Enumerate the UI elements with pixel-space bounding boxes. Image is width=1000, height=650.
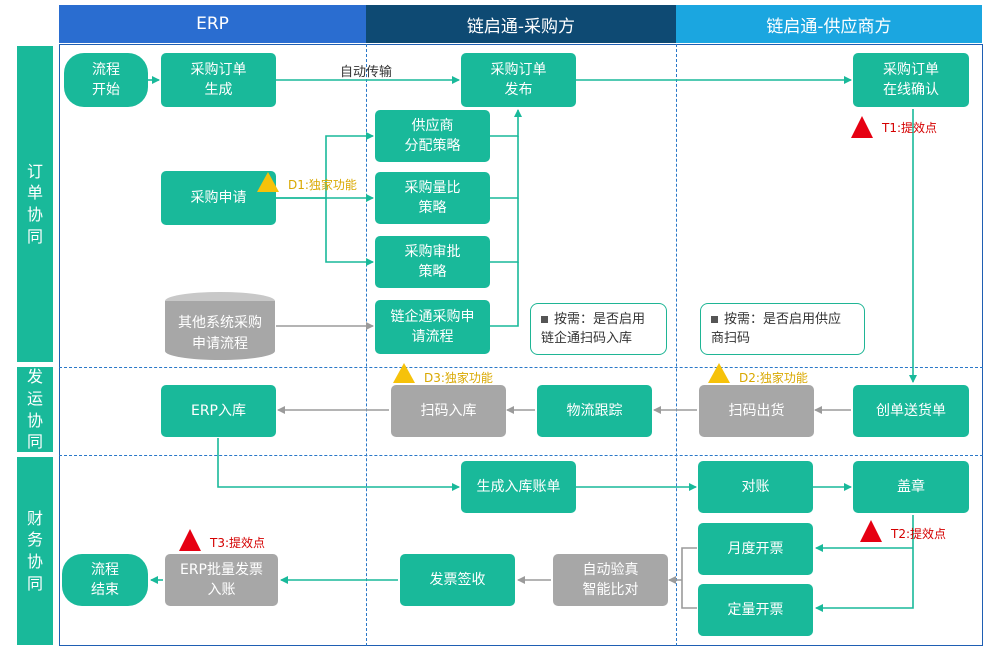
edge-strategies-to-publish xyxy=(490,109,522,137)
d1-warning-icon xyxy=(257,172,279,192)
d3-warning-icon xyxy=(393,363,415,383)
node-process-start: 流程 开始 xyxy=(64,53,148,107)
node-reconcile: 对账 xyxy=(698,461,813,513)
edge-invoices-to-verify xyxy=(669,547,697,609)
edge-qty-to-publish xyxy=(490,136,519,199)
node-monthly-invoice: 月度开票 xyxy=(698,523,813,575)
label-d1: D1:独家功能 xyxy=(288,178,357,192)
edge-lqtreq-to-publish xyxy=(490,262,519,327)
node-process-end: 流程 结束 xyxy=(62,554,148,606)
callout-supplier-text: 按需：是否启用供应 商扫码 xyxy=(711,312,842,346)
callout-supplier-scan: 按需：是否启用供应 商扫码 xyxy=(700,303,865,355)
callout-buyer-text: 按需：是否启用 链企通扫码入库 xyxy=(541,312,646,346)
lane-divider-1 xyxy=(59,367,983,368)
node-erp-inbound: ERP入库 xyxy=(161,385,276,437)
header-supplier: 链启通-供应商方 xyxy=(676,5,982,43)
label-auto-transfer: 自动传输 xyxy=(340,65,393,80)
label-t2: T2:提效点 xyxy=(891,527,947,541)
t1-alert-icon xyxy=(851,116,873,138)
node-logistics-tracking: 物流跟踪 xyxy=(537,385,652,437)
d2-warning-icon xyxy=(708,363,730,383)
node-scan-inbound: 扫码入库 xyxy=(391,385,506,437)
lane-label-finance: 财务协同 xyxy=(17,457,53,645)
lane-divider-2 xyxy=(59,455,983,456)
label-t3: T3:提效点 xyxy=(210,536,266,550)
node-po-publish: 采购订单 发布 xyxy=(461,53,576,107)
column-divider-1 xyxy=(366,44,367,646)
node-fixed-invoice: 定量开票 xyxy=(698,584,813,636)
node-other-system-cylinder: 其他系统采购 申请流程 xyxy=(165,292,275,360)
lane-label-order: 订单协同 xyxy=(17,46,53,362)
header-buyer: 链启通-采购方 xyxy=(366,5,676,43)
label-d2: D2:独家功能 xyxy=(739,371,808,385)
node-supplier-allocation: 供应商 分配策略 xyxy=(375,110,490,162)
lane-label-shipping: 发运协同 xyxy=(17,367,53,452)
edge-stamp-to-fixed xyxy=(815,515,914,612)
node-erp-batch-invoice: ERP批量发票 入账 xyxy=(165,554,278,606)
header-erp: ERP xyxy=(59,5,366,43)
edge-approval-to-publish xyxy=(490,198,519,263)
node-invoice-receipt: 发票签收 xyxy=(400,554,515,606)
node-po-confirm: 采购订单 在线确认 xyxy=(853,53,969,107)
node-requisition: 采购申请 xyxy=(161,171,276,225)
t3-alert-icon xyxy=(179,529,201,551)
bullet-icon xyxy=(711,316,718,323)
diagram-frame xyxy=(59,44,983,646)
node-qty-compare: 采购量比 策略 xyxy=(375,172,490,224)
node-po-create: 采购订单 生成 xyxy=(161,53,276,107)
bullet-icon xyxy=(541,316,548,323)
node-inbound-bill: 生成入库账单 xyxy=(461,461,576,513)
column-divider-2 xyxy=(676,44,677,646)
node-lqt-requisition: 链企通采购申 请流程 xyxy=(375,300,490,354)
label-t1: T1:提效点 xyxy=(882,121,938,135)
edge-inbound-to-bill xyxy=(217,438,460,491)
node-other-system-label: 其他系统采购 申请流程 xyxy=(165,301,275,360)
node-create-delivery: 创单送货单 xyxy=(853,385,969,437)
t2-alert-icon xyxy=(860,520,882,542)
node-scan-ship: 扫码出货 xyxy=(699,385,814,437)
edge-req-to-approval xyxy=(325,198,374,266)
callout-buyer-scan: 按需：是否启用 链企通扫码入库 xyxy=(530,303,667,355)
node-auto-verify: 自动验真 智能比对 xyxy=(553,554,668,606)
node-approval: 采购审批 策略 xyxy=(375,236,490,288)
label-d3: D3:独家功能 xyxy=(424,371,493,385)
node-stamp: 盖章 xyxy=(853,461,969,513)
